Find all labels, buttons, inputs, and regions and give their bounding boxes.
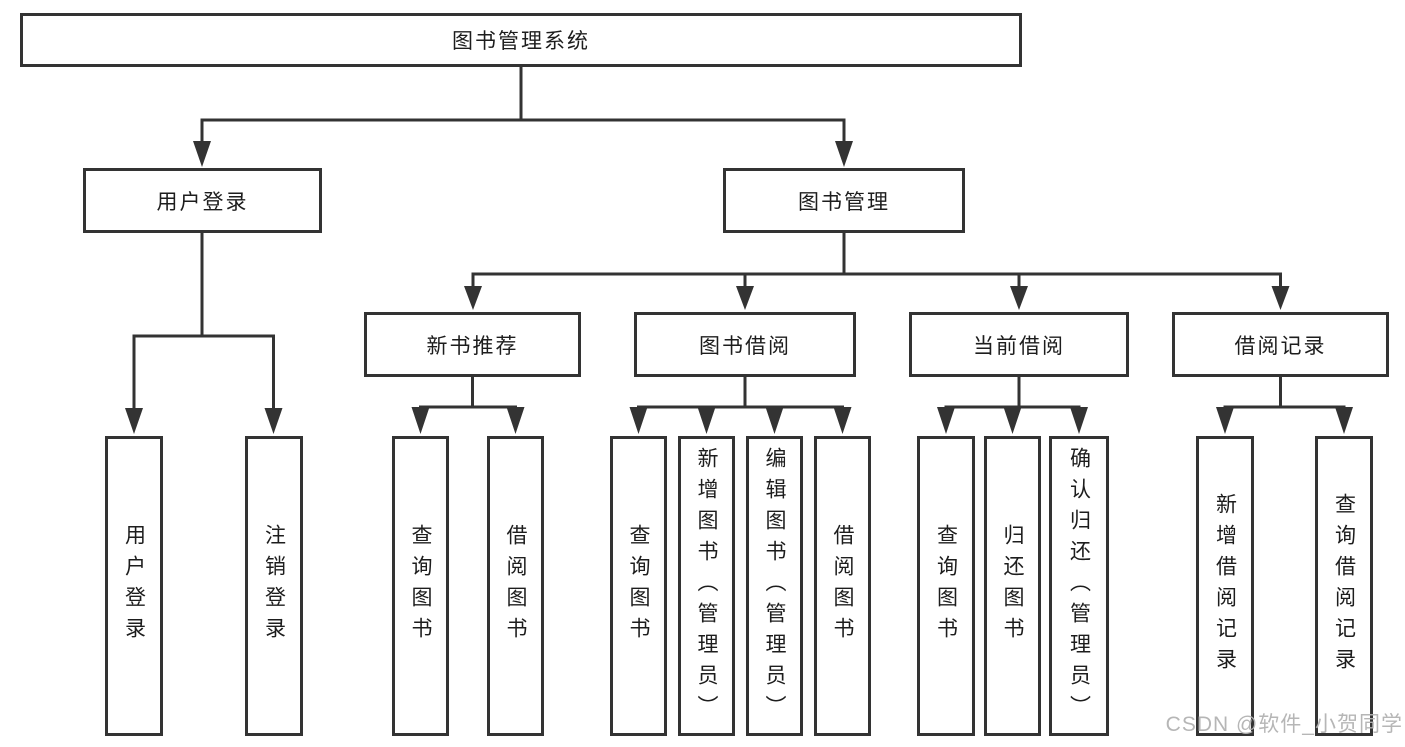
node-book-borrow: 图书借阅 [634, 312, 856, 377]
leaf-query-books-recommend: 查询图书 [392, 436, 449, 736]
leaf-query-books-borrow: 查询图书 [610, 436, 667, 736]
leaf-confirm-return-admin: 确认归还（管理员） [1049, 436, 1109, 736]
leaf-borrow-books-recommend: 借阅图书 [487, 436, 544, 736]
node-borrow-records: 借阅记录 [1172, 312, 1389, 377]
leaf-query-books-current: 查询图书 [917, 436, 975, 736]
leaf-label: 查询图书 [409, 524, 432, 648]
leaf-borrow-books: 借阅图书 [814, 436, 871, 736]
node-label: 图书管理系统 [452, 30, 590, 53]
leaf-label: 归还图书 [1001, 524, 1024, 648]
connector-user-login-to-leaves [132, 233, 275, 410]
node-label: 新书推荐 [426, 334, 519, 358]
node-label: 图书借阅 [699, 334, 791, 358]
leaf-add-borrow-record: 新增借阅记录 [1196, 436, 1254, 736]
connector-root-to-level2 [200, 66, 846, 143]
arrowheads-book-borrow-leaves [629, 407, 852, 434]
node-library-management-system: 图书管理系统 [20, 13, 1022, 67]
connector-borrow-records-to-leaves [1223, 377, 1346, 409]
leaf-label: 确认归还（管理员） [1067, 446, 1091, 726]
node-label: 当前借阅 [973, 334, 1065, 358]
leaf-label: 编辑图书（管理员） [763, 446, 786, 726]
leaf-logout: 注销登录 [245, 436, 303, 736]
arrowheads-level3 [464, 286, 1290, 310]
node-user-login: 用户登录 [83, 168, 322, 233]
leaf-add-books-admin: 新增图书（管理员） [678, 436, 735, 736]
leaf-label: 注销登录 [262, 524, 286, 648]
leaf-label: 查询图书 [627, 524, 650, 648]
leaf-label: 查询借阅记录 [1332, 493, 1356, 679]
leaf-edit-books-admin: 编辑图书（管理员） [746, 436, 803, 736]
arrowheads-user-login-leaves [125, 408, 283, 434]
leaf-label: 新增借阅记录 [1213, 493, 1237, 679]
leaf-label: 查询图书 [934, 524, 958, 648]
arrowheads-level2 [193, 141, 853, 167]
connector-book-mgmt-to-level3 [471, 233, 1282, 288]
arrowheads-current-borrow-leaves [937, 407, 1088, 434]
arrowheads-borrow-records-leaves [1216, 407, 1353, 434]
leaf-return-books: 归还图书 [984, 436, 1041, 736]
node-label: 图书管理 [798, 190, 890, 214]
node-label: 用户登录 [156, 190, 249, 214]
leaf-label: 借阅图书 [831, 524, 854, 648]
node-new-book-recommend: 新书推荐 [364, 312, 581, 377]
csdn-watermark: CSDN @软件_小贺同学 [1165, 713, 1403, 736]
node-book-management: 图书管理 [723, 168, 965, 233]
leaf-label: 借阅图书 [504, 524, 527, 648]
connector-new-books-to-leaves [419, 377, 517, 409]
arrowheads-new-books-leaves [411, 407, 525, 434]
node-current-borrow: 当前借阅 [909, 312, 1129, 377]
leaf-user-login: 用户登录 [105, 436, 163, 736]
leaf-label: 用户登录 [122, 524, 146, 648]
node-label: 借阅记录 [1234, 334, 1327, 358]
connector-book-borrow-to-leaves [637, 377, 844, 409]
leaf-query-borrow-record: 查询借阅记录 [1315, 436, 1373, 736]
leaf-label: 新增图书（管理员） [695, 446, 718, 726]
connector-current-borrow-to-leaves [944, 377, 1081, 409]
